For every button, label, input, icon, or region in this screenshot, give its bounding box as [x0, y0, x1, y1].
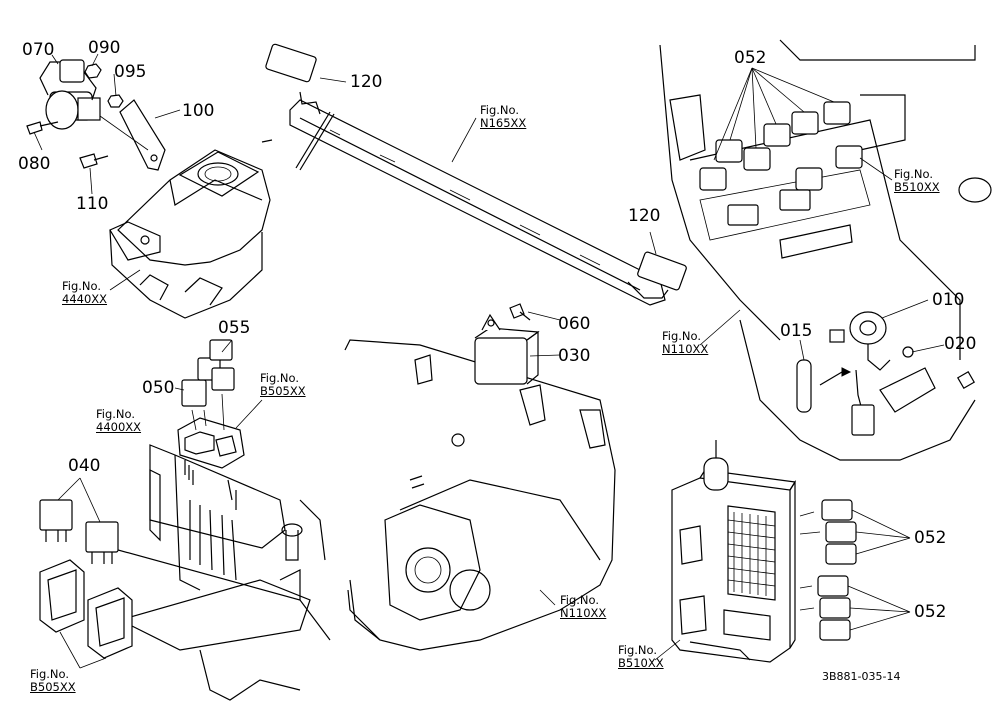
fig-ref-n165xx[interactable]: Fig.No. N165XX [480, 103, 527, 131]
callout-120-mid[interactable]: 120 [628, 206, 661, 226]
callout-020[interactable]: 020 [944, 334, 977, 354]
fig-prefix: Fig.No. [618, 643, 658, 657]
callout-120-top[interactable]: 120 [350, 72, 383, 92]
callout-080[interactable]: 080 [18, 154, 51, 174]
fig-prefix: Fig.No. [96, 407, 136, 421]
callout-040[interactable]: 040 [68, 456, 101, 476]
fig-number: B505XX [30, 680, 76, 695]
callout-070[interactable]: 070 [22, 40, 55, 60]
callout-052-right-bottom[interactable]: 052 [914, 602, 947, 622]
fig-number: 4400XX [96, 420, 142, 435]
fig-number: B505XX [260, 384, 306, 399]
fig-number: N110XX [560, 606, 607, 621]
drawing-code: 3B881-035-14 [822, 670, 901, 683]
fig-ref-n110xx-right[interactable]: Fig.No. N110XX [662, 329, 709, 357]
fig-number: B510XX [618, 656, 664, 671]
fig-ref-4400xx[interactable]: Fig.No. 4400XX [96, 407, 142, 435]
fig-prefix: Fig.No. [62, 279, 102, 293]
callout-100[interactable]: 100 [182, 101, 215, 121]
harness-bracket [265, 43, 687, 306]
frame-assembly [39, 444, 331, 701]
fig-prefix: Fig.No. [30, 667, 70, 681]
fuse-box-assembly [654, 440, 911, 663]
fig-number: B510XX [894, 180, 940, 195]
callout-055[interactable]: 055 [218, 318, 251, 338]
center-panel [344, 303, 616, 651]
fig-ref-b505xx-mid[interactable]: Fig.No. B505XX [260, 371, 306, 399]
callout-110[interactable]: 110 [76, 194, 109, 214]
fig-prefix: Fig.No. [560, 593, 600, 607]
callout-095[interactable]: 095 [114, 62, 147, 82]
callout-060[interactable]: 060 [558, 314, 591, 334]
callout-050[interactable]: 050 [142, 378, 175, 398]
callout-010[interactable]: 010 [932, 290, 965, 310]
fig-ref-b505xx-bottom[interactable]: Fig.No. B505XX [30, 667, 76, 695]
callout-052-top[interactable]: 052 [734, 48, 767, 68]
fig-number: 4440XX [62, 292, 108, 307]
fig-number: N165XX [480, 116, 527, 131]
fig-ref-4440xx[interactable]: Fig.No. 4440XX [62, 279, 108, 307]
callout-090[interactable]: 090 [88, 38, 121, 58]
callout-030[interactable]: 030 [558, 346, 591, 366]
fig-prefix: Fig.No. [894, 167, 934, 181]
fig-prefix: Fig.No. [480, 103, 520, 117]
starter-relay-assembly [26, 53, 273, 319]
fig-prefix: Fig.No. [662, 329, 702, 343]
relay-panel [659, 39, 992, 360]
fig-number: N110XX [662, 342, 709, 357]
fig-ref-n110xx-center[interactable]: Fig.No. N110XX [560, 593, 607, 621]
sensor-assembly [739, 299, 976, 461]
fig-ref-b510xx-bottom[interactable]: Fig.No. B510XX [618, 643, 664, 671]
callout-015[interactable]: 015 [780, 321, 813, 341]
callout-052-right-top[interactable]: 052 [914, 528, 947, 548]
fig-prefix: Fig.No. [260, 371, 300, 385]
relay-bracket-assembly [174, 339, 263, 469]
fig-ref-b510xx-top[interactable]: Fig.No. B510XX [894, 167, 940, 195]
